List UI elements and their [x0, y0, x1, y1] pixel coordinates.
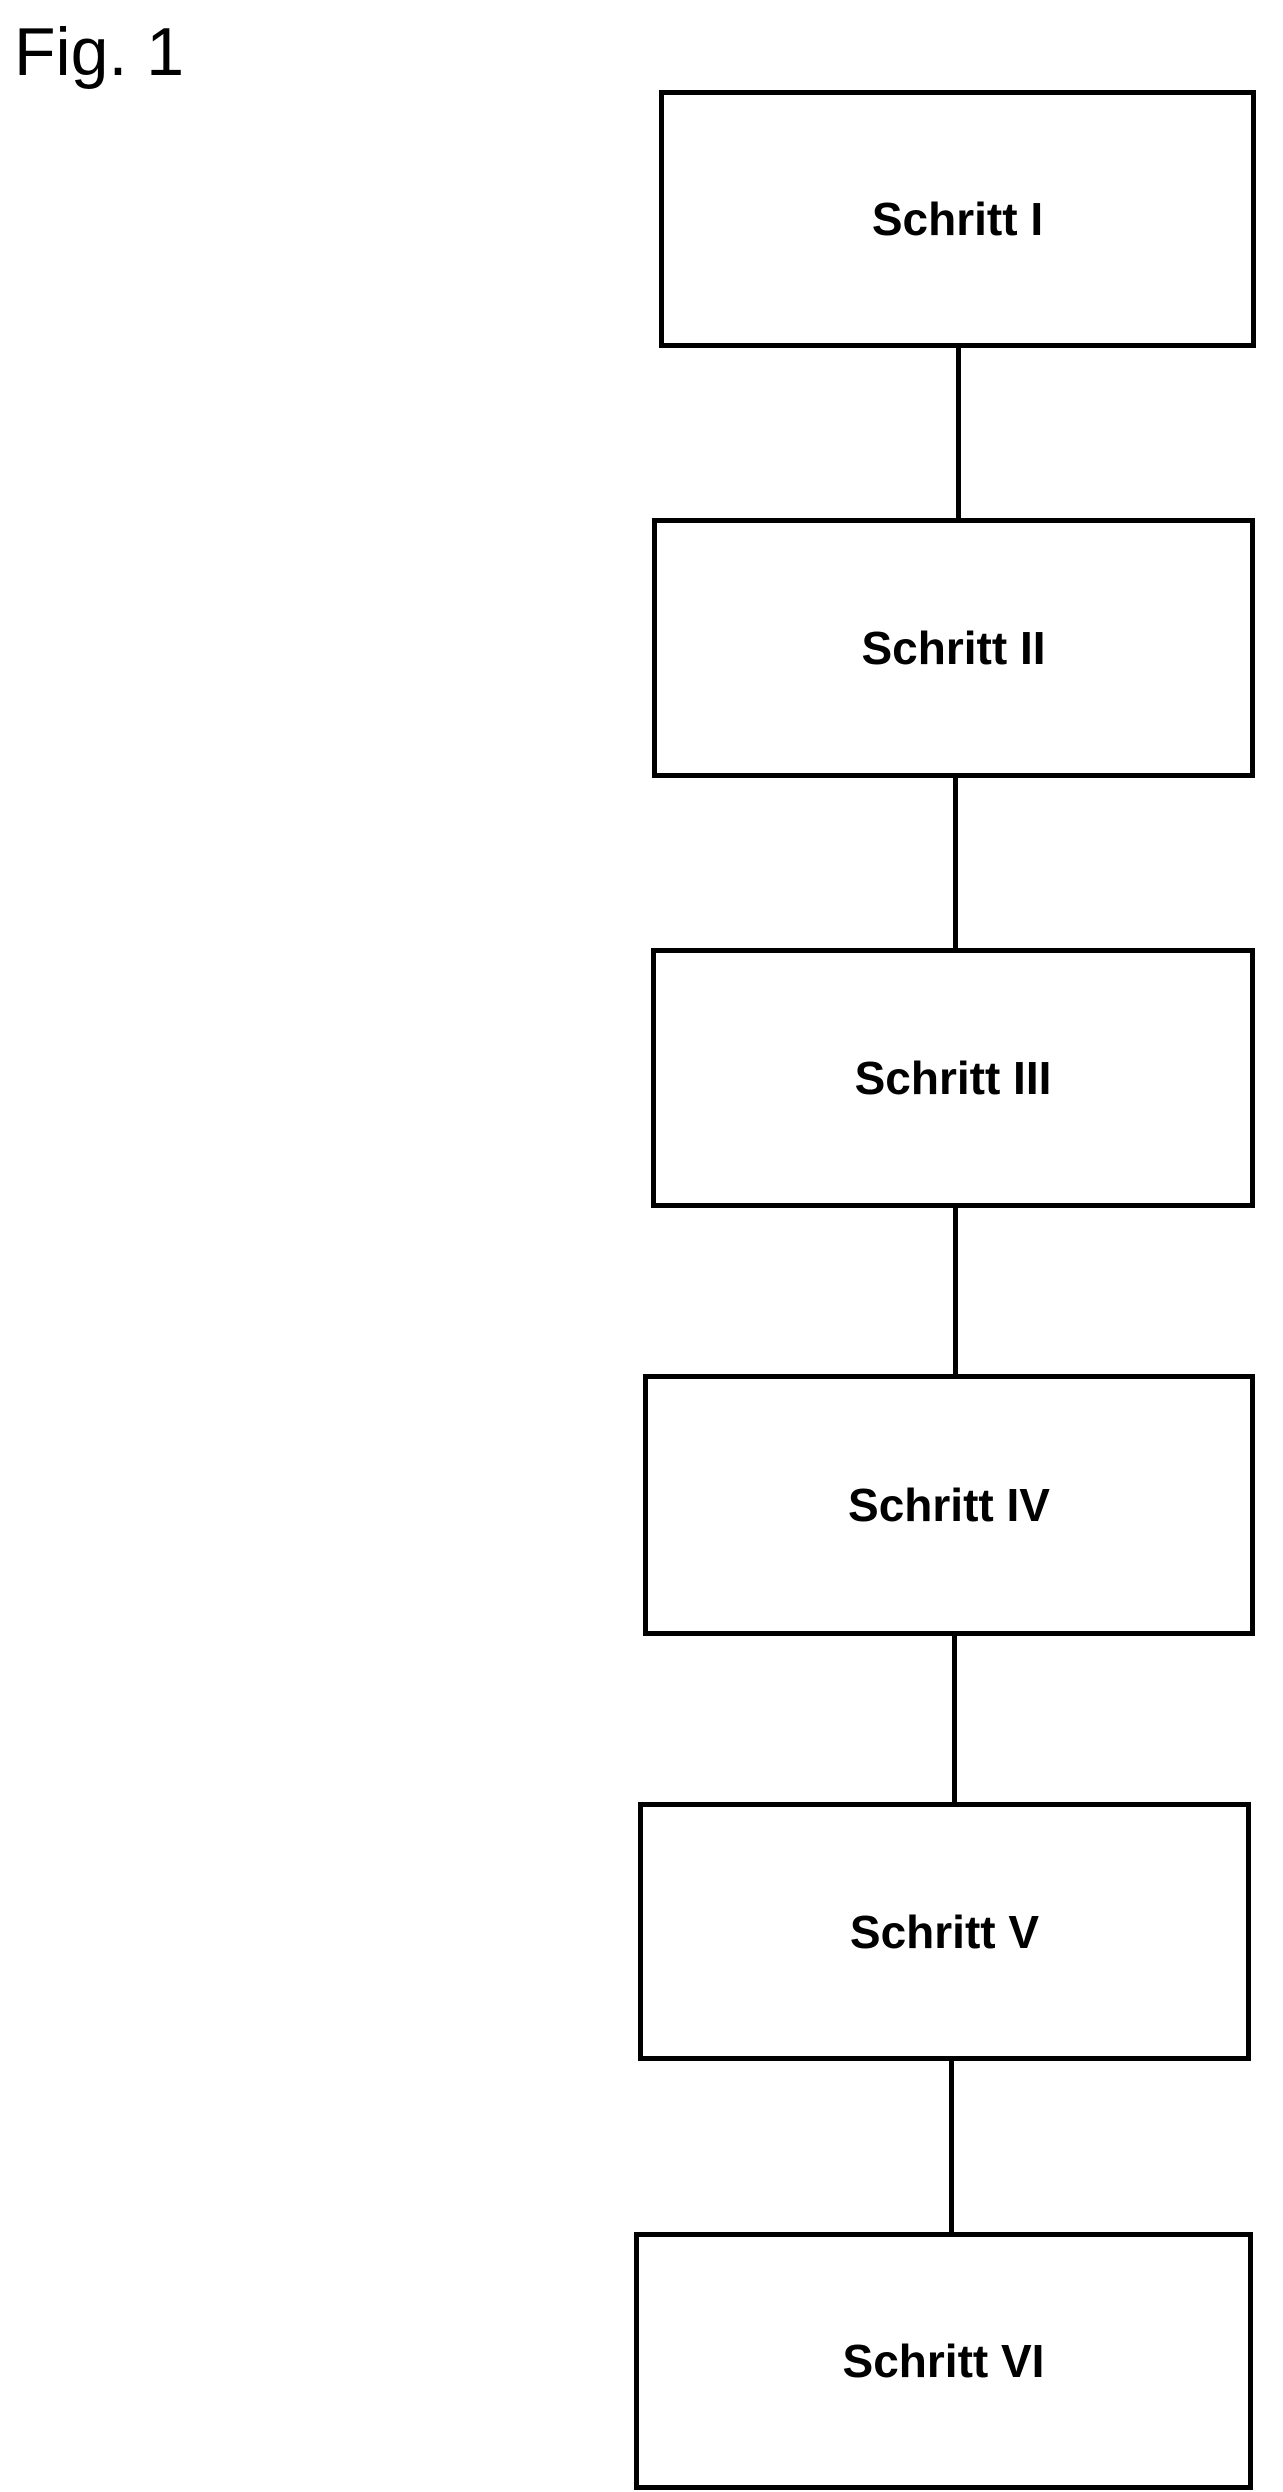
step-box-2: Schritt II: [652, 518, 1255, 778]
step-box-1: Schritt I: [659, 90, 1256, 348]
step-label: Schritt I: [872, 192, 1043, 246]
figure-label: Fig. 1: [14, 18, 184, 86]
connector-line: [949, 2059, 954, 2234]
step-label: Schritt VI: [843, 2334, 1045, 2388]
step-box-5: Schritt V: [638, 1802, 1251, 2061]
step-box-4: Schritt IV: [643, 1374, 1255, 1636]
connector-line: [956, 346, 961, 520]
connector-line: [952, 1634, 957, 1804]
step-label: Schritt III: [855, 1051, 1052, 1105]
connector-line: [953, 1206, 958, 1376]
step-label: Schritt II: [861, 621, 1045, 675]
step-box-6: Schritt VI: [634, 2232, 1253, 2490]
step-box-3: Schritt III: [651, 948, 1255, 1208]
step-label: Schritt IV: [848, 1478, 1050, 1532]
connector-line: [953, 776, 958, 950]
step-label: Schritt V: [850, 1905, 1039, 1959]
